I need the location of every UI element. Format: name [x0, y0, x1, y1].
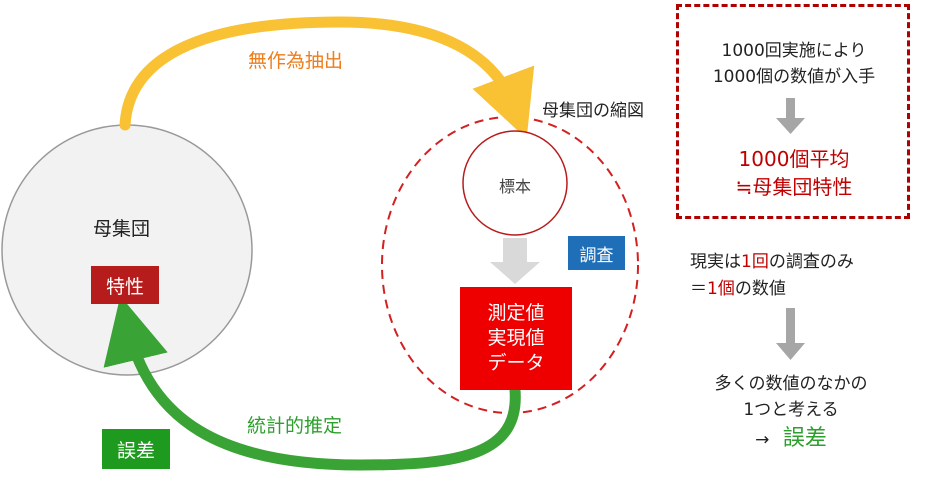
- reality-error-word: 誤差: [782, 426, 827, 451]
- reality-line-1-post: の調査のみ: [768, 252, 854, 272]
- ideal-down-arrow: [776, 98, 805, 134]
- reality-line-4: 1つと考える: [743, 400, 839, 420]
- error-badge: 誤差: [102, 429, 170, 469]
- reality-line-3: 多くの数値のなかの: [714, 374, 868, 394]
- right-arrow-icon: →: [755, 430, 770, 450]
- reality-down-arrow: [776, 308, 805, 360]
- measured-data-box: 測定値 実現値 データ: [460, 287, 572, 390]
- sample-circle: [462, 130, 568, 236]
- reality-line-1: 現実は1回の調査のみ: [690, 247, 854, 272]
- population-title: 母集団: [93, 218, 151, 240]
- data-line-realized: 実現値: [487, 327, 545, 349]
- sample-label: 標本: [498, 177, 531, 196]
- data-line-data: データ: [487, 352, 545, 374]
- reality-line-1-pre: 現実は: [690, 252, 741, 272]
- trait-label: 特性: [105, 275, 144, 298]
- survey-down-arrow: [490, 238, 540, 284]
- ideal-line-2: 1000個の数値が入手: [712, 67, 876, 87]
- statistical-estimation-arrow: [103, 295, 521, 471]
- random-sampling-label: 無作為抽出: [248, 50, 344, 72]
- random-sampling-arrow: [119, 16, 535, 139]
- ideal-result-line-2: ≒母集団特性: [735, 175, 853, 199]
- reality-line-2-post: の数値: [734, 279, 786, 299]
- reality-conclusion: → 誤差: [680, 420, 902, 452]
- reduced-population-label: 母集団の縮図: [542, 101, 644, 121]
- data-line-measured: 測定値: [487, 302, 545, 324]
- reality-line-2-count: 1個: [707, 279, 735, 299]
- error-badge-label: 誤差: [116, 439, 155, 462]
- ideal-line-1: 1000回実施により: [721, 41, 867, 61]
- reality-line-2: ＝1個の数値: [690, 274, 786, 299]
- statistical-estimation-label: 統計的推定: [247, 415, 343, 437]
- trait-badge: 特性: [91, 266, 159, 304]
- ideal-result-line-1: 1000個平均: [738, 147, 850, 171]
- survey-badge: 調査: [568, 236, 625, 270]
- reality-line-2-pre: ＝: [690, 279, 707, 299]
- survey-label: 調査: [579, 245, 614, 266]
- reality-line-1-count: 1回: [741, 252, 769, 272]
- ideal-case-box: [676, 4, 910, 219]
